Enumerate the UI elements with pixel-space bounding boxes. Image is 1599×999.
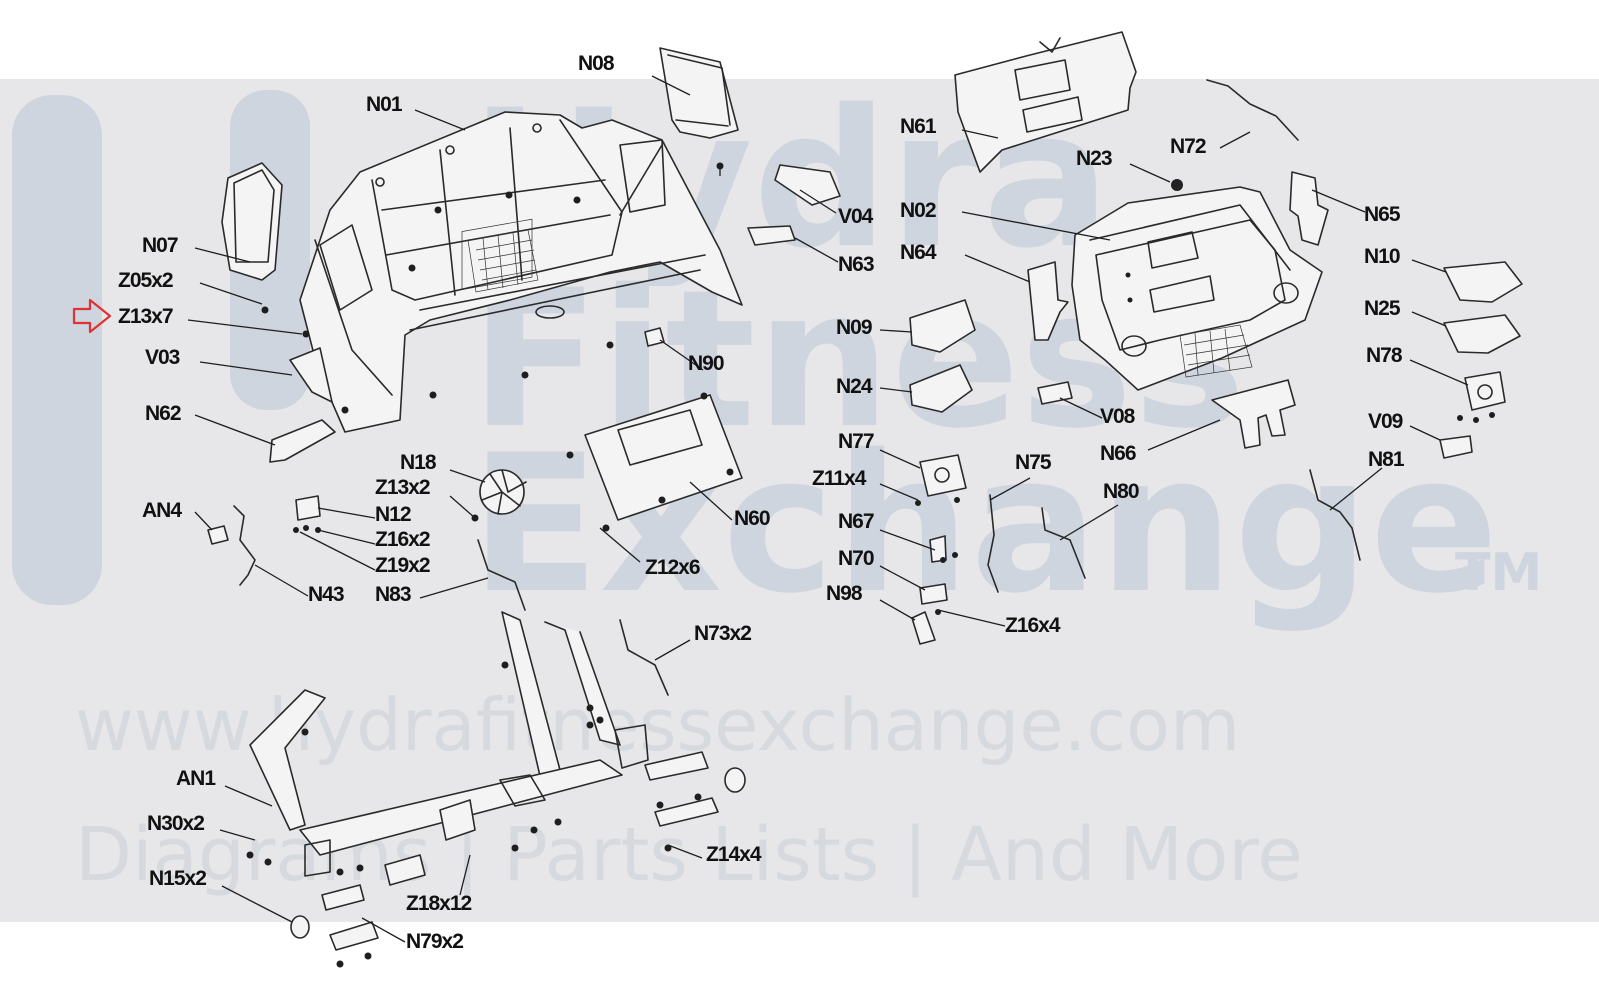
part-n60-board [584,394,743,521]
label-n12: N12 [375,503,411,526]
part-n63-label [747,225,796,246]
label-n78: N78 [1366,344,1403,367]
watermark-tagline: Diagrams | Parts Lists | And More [75,812,1303,898]
label-n64: N64 [900,241,937,264]
label-n90: N90 [688,352,724,375]
label-an4: AN4 [142,499,182,522]
label-n24: N24 [836,375,873,398]
part-end-cap [724,767,746,793]
label-n75: N75 [1015,451,1052,474]
part-n12-switch [295,495,321,521]
label-n65: N65 [1364,203,1401,226]
label-v04: V04 [838,205,874,228]
part-n75-cable [987,494,999,593]
label-z16x2: Z16x2 [375,528,430,551]
part-v09-label [1439,435,1473,459]
label-v03: V03 [145,346,180,369]
label-n73x2: N73x2 [694,622,751,645]
part-v08-label [1037,381,1073,405]
label-an1: AN1 [176,767,216,790]
part-n25-cover [1443,314,1521,354]
label-z13x7: Z13x7 [118,305,173,328]
label-n70: N70 [838,547,874,570]
label-z12x6: Z12x6 [645,556,700,579]
label-z11x4: Z11x4 [812,467,867,490]
label-n66: N66 [1100,442,1136,465]
watermark-tm: TM [1455,543,1542,603]
label-z13x2: Z13x2 [375,476,430,499]
watermark-logo-left-bar [12,95,102,605]
part-n77-module [919,454,967,497]
part-n66-bracket [1211,379,1296,449]
label-n98: N98 [826,582,863,605]
part-n09-cover [909,299,976,353]
part-labels: N08 N01 N61 N72 N23 N07 Z05x2 Z13x7 V03 … [118,52,1406,953]
label-n72: N72 [1170,135,1206,158]
label-v09: V09 [1368,410,1403,433]
label-n63: N63 [838,253,874,276]
part-n08-cup-holder [659,47,739,139]
label-n79x2: N79x2 [406,930,463,953]
part-n72-cable [1206,79,1299,141]
part-n73-cable [619,619,669,696]
part-an1-frame [249,611,649,886]
label-n81: N81 [1368,448,1405,471]
part-n64-bar [1027,261,1069,341]
label-n77: N77 [838,430,874,453]
label-n67: N67 [838,510,874,533]
part-n18-fan [479,469,527,515]
label-v08: V08 [1100,405,1136,428]
label-n62: N62 [145,402,181,425]
part-n78-module [1464,371,1506,411]
highlight-arrow-icon [72,298,112,334]
label-z18x12: Z18x12 [406,892,472,915]
part-n79-bracket-a [321,884,365,911]
label-n08: N08 [578,52,615,75]
label-n80: N80 [1103,480,1139,503]
label-z16x4-right: Z16x4 [1005,614,1061,637]
label-n25: N25 [1364,297,1401,320]
part-n02-console [1071,179,1323,391]
label-z05x2: Z05x2 [118,269,173,292]
label-n60: N60 [734,507,770,530]
label-n01: N01 [366,93,403,116]
part-n10-cover [1443,261,1523,303]
part-n65-bar [1289,171,1329,246]
label-n83: N83 [375,583,411,606]
part-n07-cup-holder [221,162,283,281]
part-bracket-lower [654,797,719,827]
label-n61: N61 [900,115,937,138]
label-n43: N43 [308,583,344,606]
label-n10: N10 [1364,245,1400,268]
label-n09: N09 [836,316,872,339]
label-z14x4: Z14x4 [706,843,762,866]
part-n62-cover [269,419,336,463]
part-n98-part [911,611,936,645]
part-n24-cover [909,364,973,413]
part-n15-cap [290,915,310,939]
part-n43-cable [233,505,256,586]
part-bracket-upper [644,751,709,781]
part-n90-chip [644,327,665,347]
label-n07: N07 [142,234,178,257]
part-an4-connector [207,525,229,545]
part-n61-overlay [954,31,1137,173]
label-n02: N02 [900,199,936,222]
part-v03-cover [289,347,333,403]
label-z19x2: Z19x2 [375,554,430,577]
label-n18: N18 [400,451,437,474]
label-n15x2: N15x2 [149,867,206,890]
part-n01-console-shroud [299,111,743,433]
part-n81-cable [1309,469,1361,561]
part-v04-label [774,164,841,206]
part-n83-cable [477,539,526,611]
part-n80-cable [1041,507,1086,579]
label-n23: N23 [1076,147,1112,170]
label-n30x2: N30x2 [147,812,204,835]
leader-lines [187,75,1469,943]
part-n79-bracket-b [329,921,379,951]
part-n70-part [919,583,948,605]
